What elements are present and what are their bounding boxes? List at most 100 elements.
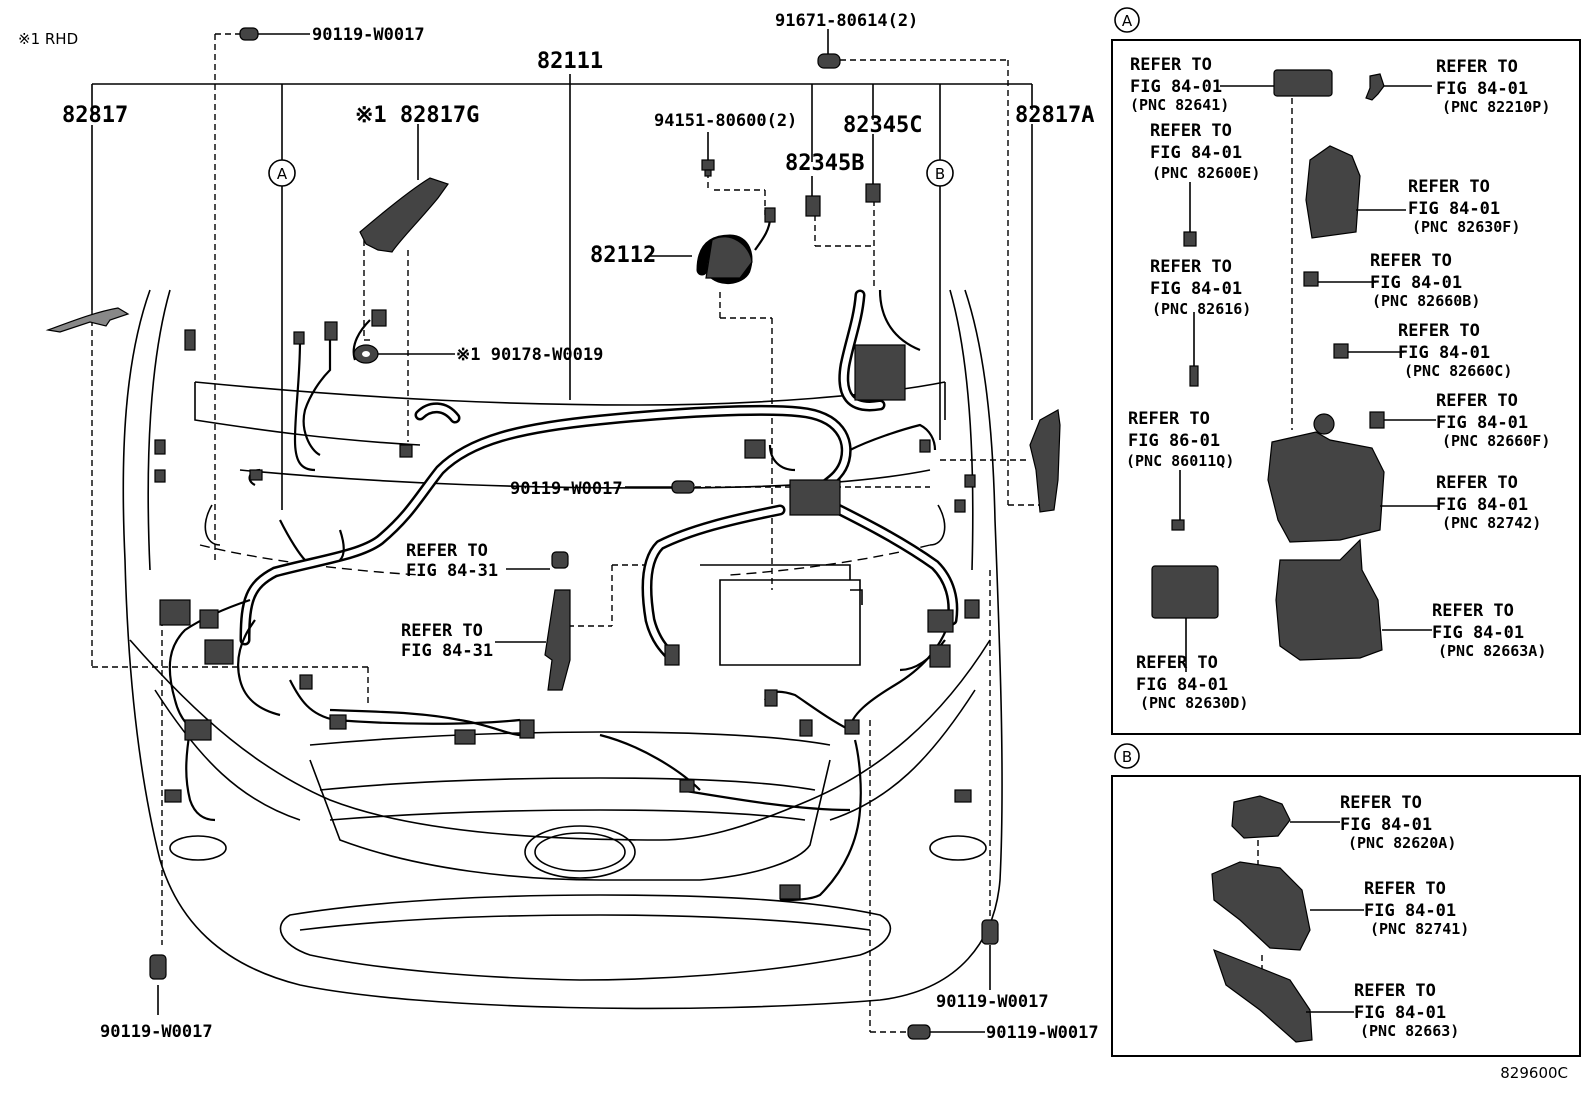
- label-90119-bottom-right: 90119-W0017: [936, 992, 1049, 1012]
- panel-a-ref-82630F: REFER TO FIG 84-01 (PNC 82630F): [1408, 177, 1520, 236]
- panel-a-ref-86011Q: REFER TO FIG 86-01 (PNC 86011Q): [1126, 409, 1234, 470]
- svg-text:FIG 84-01: FIG 84-01: [1364, 901, 1456, 921]
- label-94151: 94151-80600(2): [654, 111, 797, 131]
- refer-fig-84-31-a-line2: FIG 84-31: [406, 561, 498, 581]
- bolt-90119-bottom-right: [981, 919, 999, 945]
- svg-text:(PNC 82620A): (PNC 82620A): [1348, 834, 1456, 852]
- label-82817: 82817: [62, 103, 128, 128]
- part-82641: [1273, 69, 1333, 97]
- svg-text:(PNC 82630D): (PNC 82630D): [1140, 694, 1248, 712]
- part-82620A: [1231, 795, 1291, 839]
- svg-text:FIG 86-01: FIG 86-01: [1128, 431, 1220, 451]
- harness-connectors: [154, 309, 980, 900]
- label-90178: ※1 90178-W0019: [456, 345, 603, 365]
- svg-text:FIG 84-01: FIG 84-01: [1436, 495, 1528, 515]
- callout-b: B: [926, 159, 954, 187]
- label-82345C: 82345C: [843, 113, 922, 138]
- svg-text:REFER TO: REFER TO: [1436, 473, 1518, 493]
- svg-text:(PNC 82663): (PNC 82663): [1360, 1022, 1459, 1040]
- svg-text:REFER TO: REFER TO: [1354, 981, 1436, 1001]
- svg-text:FIG 84-01: FIG 84-01: [1136, 675, 1228, 695]
- label-82111: 82111: [537, 49, 603, 74]
- part-86011Q: [1171, 519, 1185, 531]
- svg-text:FIG 84-01: FIG 84-01: [1150, 279, 1242, 299]
- bolt-94151: [701, 159, 715, 177]
- svg-text:(PNC 82616): (PNC 82616): [1152, 300, 1251, 318]
- panel-a-ref-82641: REFER TO FIG 84-01 (PNC 82641): [1130, 55, 1229, 114]
- part-82742: [1267, 431, 1385, 543]
- part-82663A: [1275, 538, 1383, 661]
- svg-text:(PNC 82660F): (PNC 82660F): [1442, 432, 1550, 450]
- svg-text:FIG 84-01: FIG 84-01: [1354, 1003, 1446, 1023]
- clip-82345C: [865, 183, 881, 203]
- svg-text:FIG 84-01: FIG 84-01: [1340, 815, 1432, 835]
- part-82660C: [1333, 343, 1349, 359]
- svg-text:FIG 84-01: FIG 84-01: [1398, 343, 1490, 363]
- clip-90178: [353, 344, 379, 364]
- label-82112: 82112: [590, 243, 656, 268]
- label-90119-bottom-left: 90119-W0017: [100, 1022, 213, 1042]
- panel-a-ref-82600E: REFER TO FIG 84-01 (PNC 82600E): [1150, 121, 1260, 182]
- svg-text:REFER TO: REFER TO: [1436, 57, 1518, 77]
- part-82210P: [1365, 73, 1385, 101]
- svg-text:(PNC 82660B): (PNC 82660B): [1372, 292, 1480, 310]
- bracket-fig-84-31: [544, 551, 571, 691]
- svg-text:REFER TO: REFER TO: [1136, 653, 1218, 673]
- svg-text:(PNC 82641): (PNC 82641): [1130, 96, 1229, 114]
- refer-fig-84-31-b-line1: REFER TO: [401, 621, 483, 641]
- diagram-code: 829600C: [1500, 1064, 1568, 1082]
- part-82630D: [1151, 565, 1219, 619]
- svg-text:FIG 84-01: FIG 84-01: [1436, 413, 1528, 433]
- part-82660B: [1303, 271, 1319, 287]
- panel-a-ref-82660C: REFER TO FIG 84-01 (PNC 82660C): [1398, 321, 1512, 380]
- panel-b-ref-82741: REFER TO FIG 84-01 (PNC 82741): [1364, 879, 1469, 938]
- svg-text:FIG 84-01: FIG 84-01: [1130, 77, 1222, 97]
- part-82742-mount: [1313, 413, 1335, 435]
- svg-text:(PNC 82630F): (PNC 82630F): [1412, 218, 1520, 236]
- svg-text:(PNC 82663A): (PNC 82663A): [1438, 642, 1546, 660]
- svg-text:REFER TO: REFER TO: [1436, 391, 1518, 411]
- label-90119-mid: 90119-W0017: [510, 479, 623, 499]
- panel-a-title: A: [1122, 12, 1133, 30]
- panel-a-ref-82616: REFER TO FIG 84-01 (PNC 82616): [1150, 257, 1251, 318]
- svg-text:(PNC 82741): (PNC 82741): [1370, 920, 1469, 938]
- panel-a-ref-82742: REFER TO FIG 84-01 (PNC 82742): [1436, 473, 1541, 532]
- svg-text:REFER TO: REFER TO: [1150, 121, 1232, 141]
- svg-text:A: A: [277, 165, 288, 183]
- svg-text:FIG 84-01: FIG 84-01: [1436, 79, 1528, 99]
- bolt-91671: [817, 53, 841, 69]
- label-82817A: 82817A: [1015, 103, 1094, 128]
- panel-b: B REFER TO FIG 84-01 (PNC 82620A) REFER …: [1111, 743, 1581, 1057]
- panel-a-ref-82660B: REFER TO FIG 84-01 (PNC 82660B): [1370, 251, 1480, 310]
- svg-text:FIG 84-01: FIG 84-01: [1150, 143, 1242, 163]
- label-90119-top: 90119-W0017: [312, 25, 425, 45]
- part-82741: [1211, 861, 1311, 951]
- svg-text:FIG 84-01: FIG 84-01: [1408, 199, 1500, 219]
- svg-text:REFER TO: REFER TO: [1432, 601, 1514, 621]
- svg-text:REFER TO: REFER TO: [1370, 251, 1452, 271]
- part-82630F: [1305, 145, 1361, 239]
- leader-lines: [91, 29, 1040, 1033]
- svg-text:REFER TO: REFER TO: [1398, 321, 1480, 341]
- rhd-note: ※1 RHD: [18, 30, 78, 48]
- label-82817G: ※1 82817G: [355, 103, 479, 128]
- part-82600E: [1183, 231, 1197, 247]
- svg-text:(PNC 86011Q): (PNC 86011Q): [1126, 452, 1234, 470]
- panel-a-ref-82210P: REFER TO FIG 84-01 (PNC 82210P): [1436, 57, 1550, 116]
- refer-fig-84-31-b-line2: FIG 84-31: [401, 641, 493, 661]
- svg-text:REFER TO: REFER TO: [1128, 409, 1210, 429]
- bracket-82817: [45, 307, 130, 333]
- label-82345B: 82345B: [785, 151, 864, 176]
- part-82616: [1189, 365, 1199, 387]
- svg-text:REFER TO: REFER TO: [1364, 879, 1446, 899]
- svg-text:(PNC 82742): (PNC 82742): [1442, 514, 1541, 532]
- bolt-90119-bottom-left: [149, 954, 167, 980]
- wire-82112: [696, 207, 776, 284]
- svg-text:FIG 84-01: FIG 84-01: [1370, 273, 1462, 293]
- svg-text:B: B: [935, 165, 945, 183]
- panel-a-ref-82663A: REFER TO FIG 84-01 (PNC 82663A): [1432, 601, 1546, 660]
- part-82663: [1213, 948, 1313, 1043]
- svg-text:REFER TO: REFER TO: [1130, 55, 1212, 75]
- bolt-90119-mid: [671, 480, 695, 494]
